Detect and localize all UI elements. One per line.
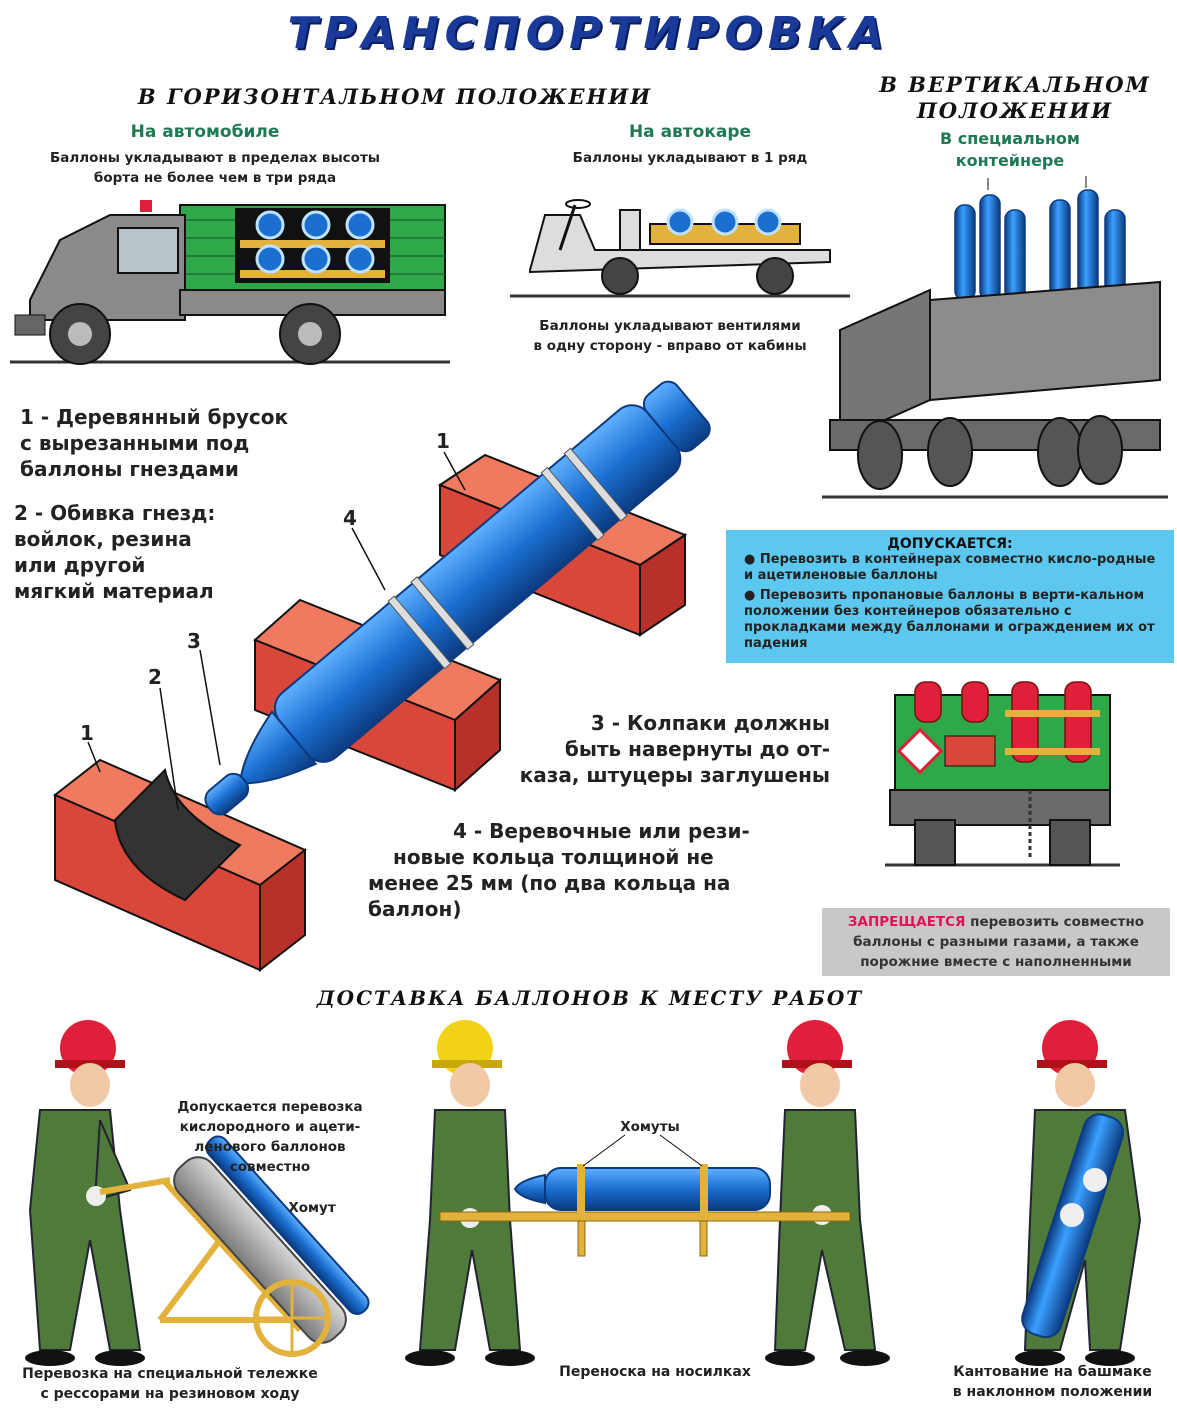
- caption-tilting: Кантование на башмаке в наклонном положе…: [930, 1362, 1175, 1402]
- cart-bottom-text: Баллоны укладывают вентилями в одну стор…: [500, 316, 840, 356]
- callout-2: 2: [148, 665, 162, 689]
- car-text-line1: Баллоны укладывают в пределах высоты: [50, 150, 380, 166]
- autocart: [510, 199, 850, 298]
- forbidden-box: ЗАПРЕЩАЕТСЯ перевозить совместно баллоны…: [822, 908, 1170, 976]
- car-text-line2: борта не более чем в три ряда: [93, 170, 337, 186]
- note-4-line: баллон): [368, 897, 462, 921]
- worker-trolley: [25, 1020, 370, 1366]
- container-label: В специальном контейнере: [900, 128, 1120, 172]
- note-2-line: мягкий материал: [14, 579, 214, 603]
- note-2-line: 2 - Обивка гнезд:: [14, 501, 216, 525]
- trolley-note: Допускается перевозка кислородного и аце…: [160, 1097, 380, 1177]
- forbidden-lead: ЗАПРЕЩАЕТСЯ: [847, 914, 966, 930]
- allowed-item-1: ● Перевозить в контейнерах совместно кис…: [744, 552, 1156, 583]
- trolley-note-line: Допускается перевозка: [177, 1099, 363, 1115]
- horizontal-header: В ГОРИЗОНТАЛЬНОМ ПОЛОЖЕНИИ: [137, 84, 653, 109]
- note-4: 4 - Веревочные или рези- новые кольца то…: [368, 818, 768, 922]
- forbidden-text-block: ЗАПРЕЩАЕТСЯ перевозить совместно баллоны…: [822, 908, 1170, 976]
- container-label-line2: контейнере: [955, 151, 1065, 170]
- car-text: Баллоны укладывают в пределах высоты бор…: [30, 148, 400, 188]
- caption-trolley: Перевозка на специальной тележке с рессо…: [5, 1364, 335, 1404]
- allowed-title: ДОПУСКАЕТСЯ:: [887, 536, 1013, 552]
- vertical-header: В ВЕРТИКАЛЬНОМ ПОЛОЖЕНИИ: [870, 72, 1160, 124]
- truck-vertical: [822, 176, 1168, 499]
- note-1: 1 - Деревянный брусок с вырезанными под …: [20, 404, 288, 482]
- note-3-line: 3 - Колпаки должны: [590, 711, 830, 735]
- worker-tilting: [1015, 1020, 1142, 1366]
- stretcher-workers: [405, 1020, 890, 1366]
- caption-trolley-line: с рессорами на резиновом ходу: [40, 1386, 300, 1402]
- note-1-line: 1 - Деревянный брусок: [20, 405, 289, 429]
- note-2-line: войлок, резина: [14, 527, 192, 551]
- callout-lines: [87, 451, 466, 811]
- clamp-label: Хомут: [288, 1200, 336, 1216]
- cylinder-horizontal: [204, 380, 711, 816]
- car-label: На автомобиле: [130, 122, 280, 142]
- vertical-header-line1: В ВЕРТИКАЛЬНОМ: [879, 72, 1151, 97]
- note-4-line: 4 - Веревочные или рези-: [453, 819, 750, 843]
- vertical-header-line2: ПОЛОЖЕНИИ: [916, 98, 1114, 123]
- callout-4: 4: [343, 506, 357, 530]
- allowed-item-2: ● Перевозить пропановые баллоны в верти-…: [744, 588, 1155, 651]
- truck-horizontal: [10, 200, 450, 365]
- callout-3: 3: [187, 629, 201, 653]
- note-2: 2 - Обивка гнезд: войлок, резина или дру…: [14, 500, 215, 604]
- note-3-line: каза, штуцеры заглушены: [519, 763, 830, 787]
- note-2-line: или другой: [14, 553, 146, 577]
- container-label-line1: В специальном: [940, 129, 1080, 148]
- allowed-box: ДОПУСКАЕТСЯ: ● Перевозить в контейнерах …: [726, 530, 1174, 663]
- callout-1-top: 1: [436, 429, 450, 453]
- trolley-note-line: кислородного и ацети-: [179, 1119, 361, 1135]
- forbidden-text: перевозить совместно баллоны с разными г…: [853, 914, 1145, 970]
- note-4-line: менее 25 мм (по два кольца на: [368, 871, 731, 895]
- delivery-header: ДОСТАВКА БАЛЛОНОВ К МЕСТУ РАБОТ: [316, 986, 864, 1010]
- caption-tilting-line: в наклонном положении: [952, 1384, 1153, 1400]
- cart-bottom-line2: в одну сторону - вправо от кабины: [533, 338, 807, 354]
- caption-tilting-line: Кантование на башмаке: [953, 1364, 1152, 1380]
- trolley-note-line: совместно: [229, 1159, 311, 1175]
- note-1-line: баллоны гнездами: [20, 457, 239, 481]
- caption-stretcher: Переноска на носилках: [559, 1364, 751, 1380]
- note-4-line: новые кольца толщиной не: [393, 845, 714, 869]
- note-1-line: с вырезанными под: [20, 431, 250, 455]
- cart-bottom-line1: Баллоны укладывают вентилями: [539, 318, 801, 334]
- caption-trolley-line: Перевозка на специальной тележке: [22, 1366, 318, 1382]
- note-3: 3 - Колпаки должны быть навернуты до от-…: [500, 710, 830, 788]
- note-3-line: быть навернуты до от-: [564, 737, 830, 761]
- cart-text: Баллоны укладывают в 1 ряд: [572, 150, 808, 166]
- callout-1-bottom: 1: [80, 721, 94, 745]
- page-title: ТРАНСПОРТИРОВКА: [287, 8, 890, 59]
- trolley-note-line: ленового баллонов: [194, 1139, 346, 1155]
- clamps-label: Хомуты: [620, 1119, 680, 1135]
- cart-label: На автокаре: [628, 122, 752, 142]
- container-trailer: [885, 681, 1120, 867]
